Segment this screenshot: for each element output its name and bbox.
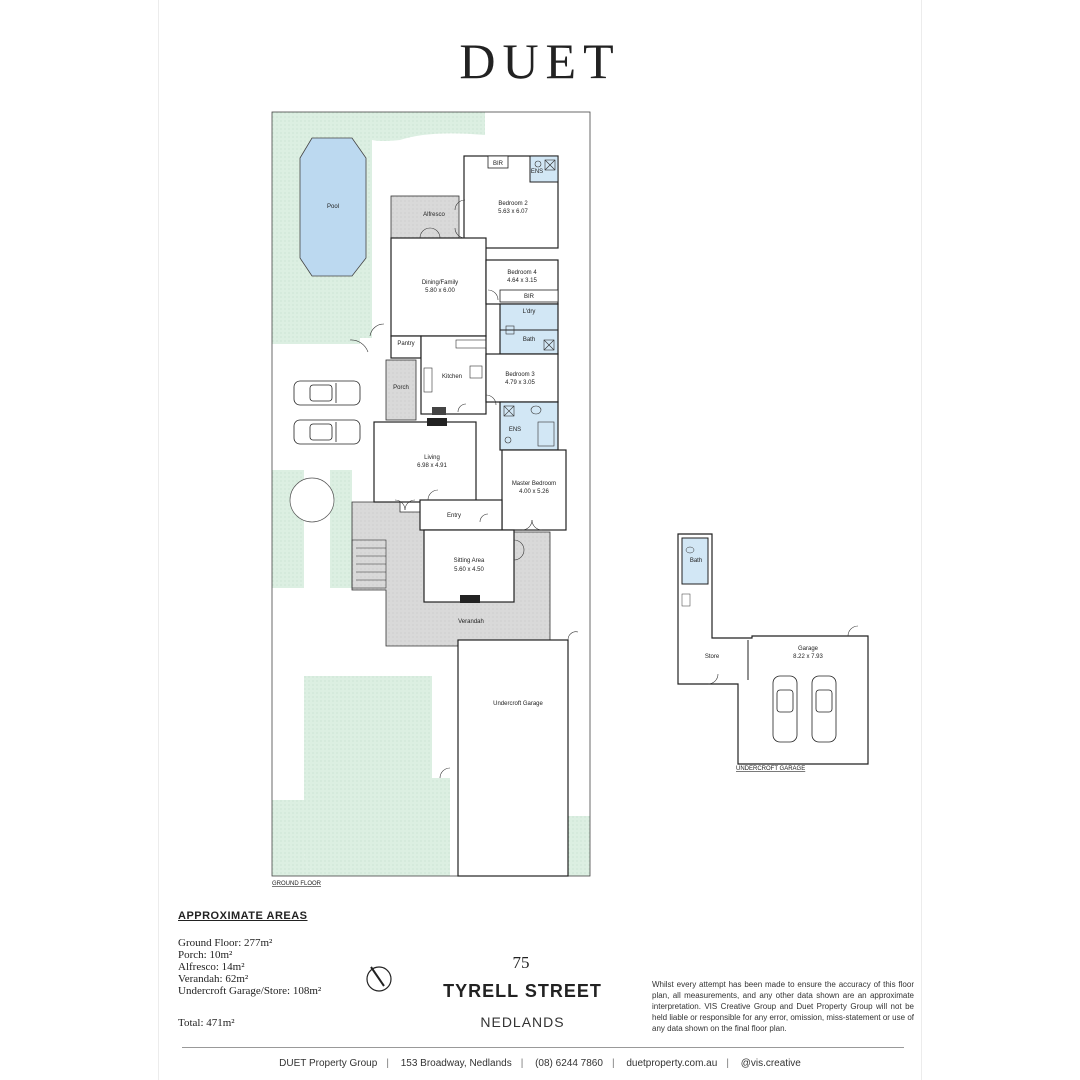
room-size-master: 4.00 x 5.26 [519,489,549,495]
room-size-living: 6.98 x 4.91 [417,463,447,469]
site-boundary [271,111,591,877]
street-name: TYRELL STREET [443,981,602,1001]
area-total: Total: 471m² [178,1017,235,1029]
area-line: Porch: 10m² [178,949,233,961]
area-line: Undercroft Garage/Store: 108m² [178,985,322,997]
footer-company: DUET Property Group [279,1058,378,1069]
room-size-bedroom2: 5.63 x 6.07 [498,209,528,215]
undercroft-caption: UNDERCROFT GARAGE [736,766,805,772]
room-size-garage: 8.22 x 7.93 [793,654,823,660]
ground-floor-caption: GROUND FLOOR [272,881,322,887]
fireplaces [427,407,480,603]
area-line: Verandah: 62m² [178,973,249,985]
room-label-sitting: Sitting Area [454,558,485,564]
room-label-garage: Garage [798,646,819,652]
landscaping [272,112,590,876]
room-size-bedroom3: 4.79 x 3.05 [505,380,535,386]
room-label-master: Master Bedroom [512,481,556,487]
wet-areas [487,155,559,331]
room-label-kitchen: Kitchen [442,374,462,380]
car-icon [293,380,361,406]
footer-website-link[interactable]: duetproperty.com.au [626,1058,718,1069]
pool: Pool [299,137,367,277]
room-label-alfresco: Alfresco [423,212,445,218]
footer-divider [182,1047,904,1048]
room-label-bedroom3: Bedroom 3 [505,372,535,378]
compass-icon [366,966,392,992]
footer-phone[interactable]: (08) 6244 7860 [535,1058,603,1069]
room-label-ens-top: ENS [531,169,543,175]
areas-list: Ground Floor: 277m² Porch: 10m² Alfresco… [178,937,321,997]
room-label-porch: Porch [393,385,409,391]
room-label-entry: Entry [447,513,461,519]
areas-heading: APPROXIMATE AREAS [178,910,308,922]
room-label-ens-low: ENS [509,427,521,433]
room-size-bedroom4: 4.64 x 3.15 [507,278,537,284]
car-icon [811,675,837,743]
house-walls [373,155,569,877]
room-label-bedroom2: Bedroom 2 [498,201,528,207]
room-label-bath: Bath [523,337,535,343]
car-icon [772,675,798,743]
footer-address: 153 Broadway, Nedlands [400,1058,512,1069]
room-label-dining: Dining/Family [422,280,458,286]
footer-social-link[interactable]: @vis.creative [740,1058,801,1069]
area-line: Ground Floor: 277m² [178,937,273,949]
room-size-sitting: 5.60 x 4.50 [454,567,484,573]
area-line: Alfresco: 14m² [178,961,245,973]
room-size-dining: 5.80 x 6.00 [425,288,455,294]
undercroft-plan: Bath Store Garage 8.22 x 7.93 UNDERCROFT… [677,533,869,772]
room-label-verandah: Verandah [458,619,484,625]
car-icon [293,419,361,445]
footer: DUET Property Group| 153 Broadway, Nedla… [279,1058,801,1069]
brand-logo: DUET [459,33,621,89]
room-label-bath2: Bath [690,558,702,564]
suburb: NEDLANDS [480,1014,565,1030]
room-label-laundry: L'dry [523,309,536,315]
disclaimer: Whilst every attempt has been made to en… [652,980,914,1033]
room-label-pool: Pool [327,204,339,210]
room-label-undercroft: Undercroft Garage [493,701,543,707]
room-label-store: Store [705,654,720,660]
outdoor-areas [351,195,551,647]
fixtures [423,159,556,447]
street-number: 75 [512,953,530,972]
room-label-bir-top: BIR [493,161,504,167]
room-label-bedroom4: Bedroom 4 [507,270,537,276]
room-label-pantry: Pantry [397,341,414,347]
room-labels: Alfresco BIR ENS Bedroom 2 5.63 x 6.07 D… [393,161,556,707]
doors [349,199,579,779]
room-label-living: Living [424,455,440,461]
room-label-bir-mid: BIR [524,294,535,300]
